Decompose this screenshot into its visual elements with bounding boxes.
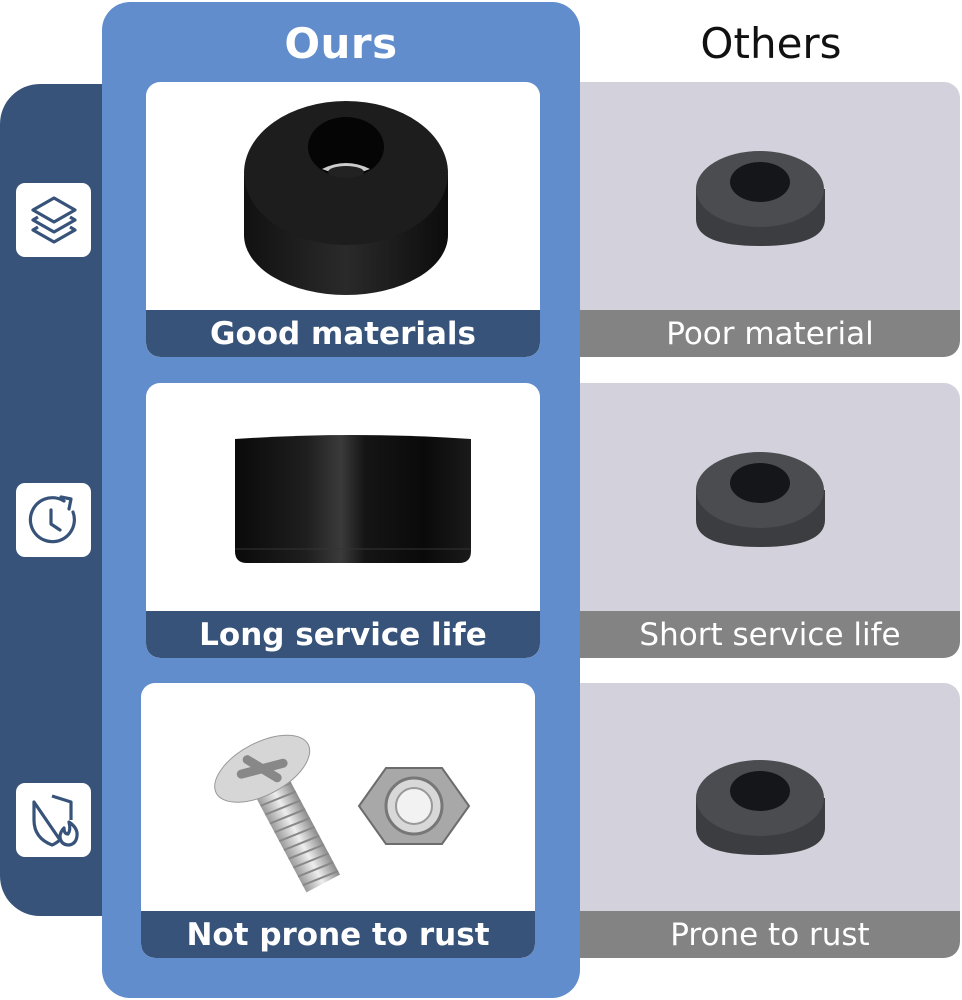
feature-icon-box-rust — [16, 783, 91, 857]
others-card-service-life: Short service life — [580, 383, 960, 658]
others-column-title: Others — [700, 19, 842, 68]
ours-label-service-life: Long service life — [146, 611, 540, 658]
shield-fire-icon — [31, 794, 79, 847]
others-label-materials: Poor material — [580, 310, 960, 357]
feature-icon-box-service-life — [16, 483, 91, 557]
others-label-rust: Prone to rust — [580, 911, 960, 958]
gray-rubber-foot-image — [696, 760, 825, 855]
others-card-rust: Prone to rust — [580, 683, 960, 958]
others-label-service-life: Short service life — [580, 611, 960, 658]
ours-column-title: Ours — [284, 19, 398, 68]
ours-label-materials: Good materials — [146, 310, 540, 357]
gray-rubber-foot-image — [696, 452, 825, 547]
ours-card-rust: Not prone to rust — [141, 683, 535, 958]
ours-label-rust: Not prone to rust — [141, 911, 535, 958]
others-card-materials: Poor material — [580, 82, 960, 357]
clock-refresh-icon — [28, 495, 76, 544]
feature-icon-box-materials — [16, 183, 91, 257]
layers-icon — [30, 196, 77, 244]
rubber-foot-image — [244, 101, 448, 295]
gray-rubber-foot-image — [696, 151, 825, 246]
rubber-foot-side-image — [235, 435, 471, 563]
ours-card-service-life: Long service life — [146, 383, 540, 658]
ours-card-materials: Good materials — [146, 82, 540, 357]
screw-and-nut-image — [214, 734, 471, 893]
